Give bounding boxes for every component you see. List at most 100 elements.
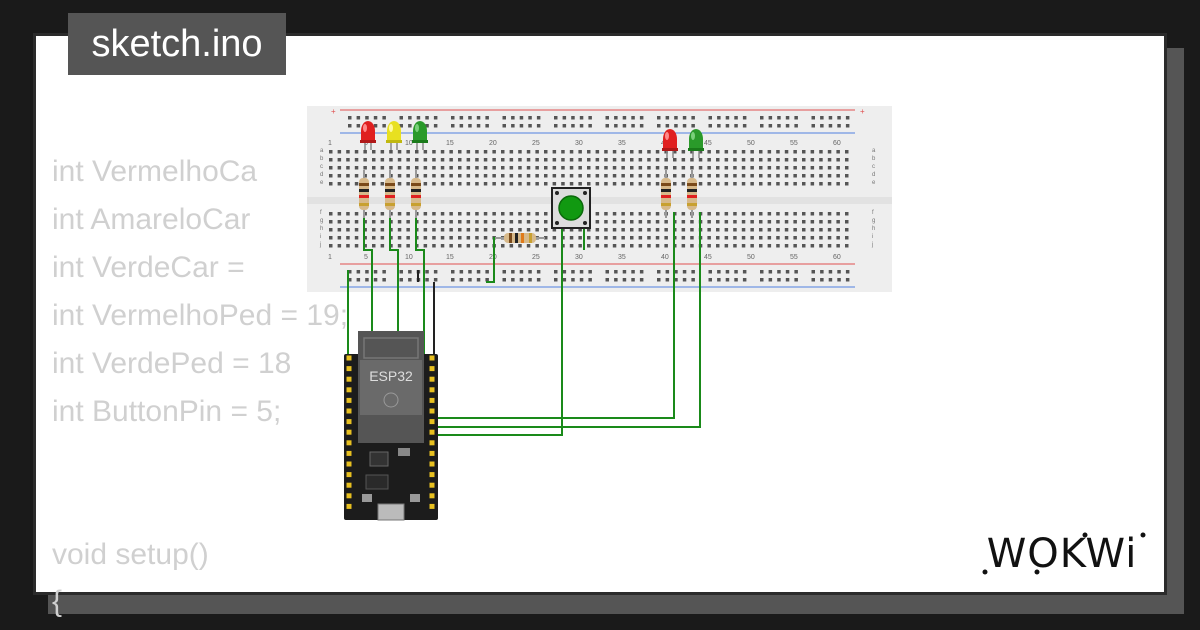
board-pin <box>429 397 435 403</box>
breadboard-hole <box>365 270 369 274</box>
breadboard-hole <box>571 278 575 282</box>
resistor[interactable] <box>661 170 671 218</box>
breadboard-hole <box>458 236 462 240</box>
board-pin <box>429 408 435 414</box>
breadboard-hole <box>432 182 436 186</box>
breadboard-hole <box>604 212 608 216</box>
breadboard-hole <box>466 212 471 216</box>
breadboard-hole <box>845 212 849 216</box>
breadboard-hole <box>526 166 531 170</box>
breadboard-hole <box>511 116 515 120</box>
breadboard-hole <box>569 158 574 162</box>
board-pin <box>346 387 352 393</box>
board-pin <box>429 461 435 467</box>
breadboard-hole <box>733 166 737 170</box>
breadboard-hole <box>562 116 567 120</box>
breadboard-hole <box>432 158 436 162</box>
breadboard-hole <box>767 182 772 186</box>
breadboard-hole <box>682 278 687 282</box>
breadboard-hole <box>827 212 832 216</box>
breadboard-hole <box>784 174 789 178</box>
breadboard-hole <box>356 270 361 274</box>
breadboard-hole <box>638 182 643 186</box>
breadboard-hole <box>631 124 635 128</box>
breadboard-hole <box>819 244 823 248</box>
led-green-pedestrian[interactable] <box>688 129 704 151</box>
column-number: 60 <box>833 254 841 261</box>
breadboard-hole <box>337 220 342 224</box>
resistor[interactable] <box>687 170 697 218</box>
breadboard-hole <box>595 174 600 178</box>
led-red-pedestrian[interactable] <box>662 129 678 151</box>
breadboard-hole <box>535 182 539 186</box>
breadboard-hole <box>535 174 539 178</box>
breadboard-hole <box>810 150 815 154</box>
boot-button[interactable] <box>362 494 372 502</box>
breadboard-hole <box>612 174 617 178</box>
breadboard-hole <box>483 158 488 162</box>
breadboard-hole <box>845 158 849 162</box>
led-red-car[interactable] <box>360 121 376 143</box>
breadboard-hole <box>664 244 668 248</box>
breadboard-hole <box>329 212 333 216</box>
breadboard-hole <box>655 244 660 248</box>
breadboard-hole <box>811 124 815 128</box>
breadboard-hole <box>509 174 514 178</box>
breadboard-hole <box>329 220 333 224</box>
breadboard-hole <box>768 116 773 120</box>
breadboard-hole <box>725 270 730 274</box>
led-green-car[interactable] <box>412 121 428 143</box>
breadboard-hole <box>432 236 436 240</box>
row-letter: c <box>320 164 323 170</box>
resistor[interactable] <box>359 170 369 218</box>
column-number: 35 <box>618 254 626 261</box>
breadboard-hole <box>406 166 410 170</box>
breadboard-hole <box>372 158 376 162</box>
breadboard-hole <box>655 228 660 232</box>
breadboard-hole <box>767 228 772 232</box>
breadboard-hole <box>449 244 453 248</box>
breadboard-hole <box>476 116 481 120</box>
code-line: int AmareloCar <box>52 203 251 236</box>
breadboard-hole <box>587 236 591 240</box>
breadboard-hole <box>802 158 806 162</box>
resistor-button[interactable] <box>495 233 545 243</box>
breadboard-hole <box>612 220 617 224</box>
board-pin <box>429 387 435 393</box>
breadboard-hole <box>329 236 333 240</box>
breadboard-hole <box>595 220 600 224</box>
breadboard-hole <box>614 124 618 128</box>
breadboard-hole <box>354 244 359 248</box>
breadboard-hole <box>476 278 481 282</box>
row-letter: c <box>872 164 875 170</box>
breadboard-hole <box>518 174 522 178</box>
breadboard-hole <box>845 244 849 248</box>
breadboard-hole <box>724 220 729 224</box>
breadboard-hole <box>724 236 729 240</box>
breadboard-hole <box>810 212 815 216</box>
breadboard-hole <box>380 220 385 224</box>
en-button[interactable] <box>410 494 420 502</box>
breadboard-hole <box>630 244 634 248</box>
resistor[interactable] <box>385 170 395 218</box>
breadboard-hole <box>363 244 367 248</box>
breadboard-hole <box>733 244 737 248</box>
breadboard-hole <box>724 228 729 232</box>
breadboard-hole <box>759 158 763 162</box>
pushbutton[interactable] <box>551 187 591 229</box>
breadboard-hole <box>492 174 496 178</box>
led-yellow-car[interactable] <box>386 121 402 143</box>
breadboard-hole <box>459 124 464 128</box>
column-number: 5 <box>364 254 368 261</box>
esp32-board[interactable]: ESP32 <box>344 331 438 521</box>
breadboard-hole <box>346 182 350 186</box>
breadboard-hole <box>811 116 815 120</box>
breadboard-hole <box>612 150 617 154</box>
breadboard-hole <box>571 270 575 274</box>
breadboard-hole <box>397 212 402 216</box>
breadboard-hole <box>536 270 541 274</box>
breadboard-hole <box>811 278 815 282</box>
resistor[interactable] <box>411 170 421 218</box>
breadboard-hole <box>492 220 496 224</box>
breadboard-hole <box>630 174 634 178</box>
